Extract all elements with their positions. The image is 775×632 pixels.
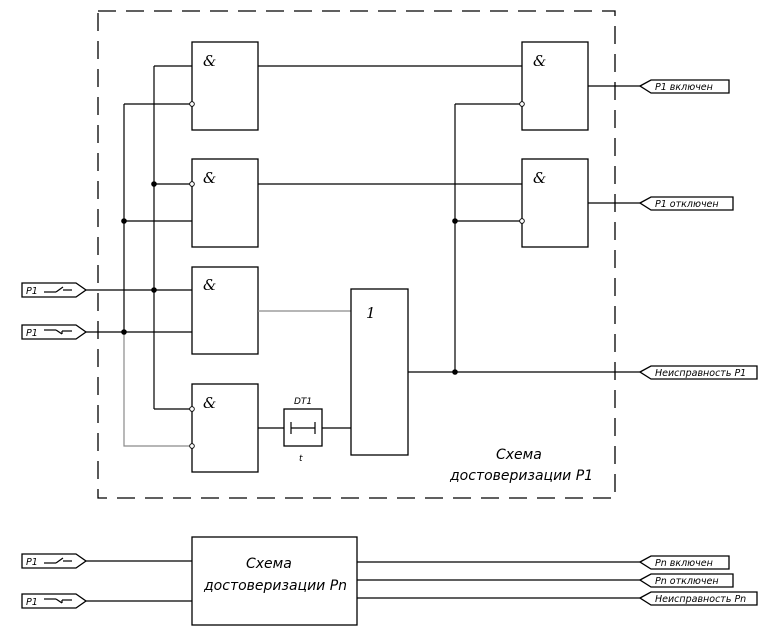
input-label: Р1: [26, 286, 38, 297]
input-label: Р1: [26, 597, 38, 608]
normally-closed-contact-icon: [44, 598, 72, 604]
and-symbol: &: [203, 52, 216, 70]
input-connector-p1-no: Р1: [21, 282, 88, 298]
input-connector-pn-nc: Р1: [21, 593, 88, 609]
timer-dt1: DT1 t: [283, 397, 323, 464]
timer-param: t: [299, 454, 303, 464]
and-symbol: &: [203, 276, 216, 294]
input-label: Р1: [26, 557, 38, 568]
junction-dot: [452, 218, 458, 224]
junction-dot: [452, 369, 458, 375]
and-symbol: &: [203, 169, 216, 187]
output-label: Рn включен: [655, 558, 713, 569]
or-gate: 1: [350, 288, 409, 456]
output-connector-p1-fault: Неисправность Р1: [638, 365, 758, 380]
normally-open-contact-icon: [44, 286, 72, 293]
junction-dot: [151, 181, 157, 187]
and-gate-4: &: [189, 383, 259, 473]
bus-nc-gray: [123, 332, 192, 447]
output-connector-pn-fault: Неисправность Рn: [638, 591, 758, 606]
validation-block-pn: Схема достоверизации Рn: [191, 536, 358, 626]
junction-dot: [121, 329, 127, 335]
inverter-icon: [189, 443, 195, 449]
and-gate-right-2: &: [519, 158, 589, 248]
timer-name: DT1: [294, 397, 312, 407]
scheme-caption-line1: Схема: [496, 447, 542, 463]
block-caption-line2: достоверизации Рn: [203, 578, 347, 594]
output-connector-p1-on: Р1 включен: [638, 79, 730, 94]
junction-dot: [121, 218, 127, 224]
block-caption-line1: Схема: [246, 556, 292, 572]
delay-icon: [290, 422, 316, 434]
input-label: Р1: [26, 328, 38, 339]
inverter-icon: [519, 101, 525, 107]
scheme-boundary: [97, 10, 616, 499]
input-connector-pn-no: Р1: [21, 553, 88, 569]
and-symbol: &: [533, 169, 546, 187]
inverter-icon: [189, 406, 195, 412]
input-connector-p1-nc: Р1: [21, 324, 88, 340]
and-gate-1: &: [189, 41, 259, 131]
normally-closed-contact-icon: [44, 329, 72, 335]
inverter-icon: [189, 101, 195, 107]
normally-open-contact-icon: [44, 557, 72, 564]
junction-dot: [151, 287, 157, 293]
inverter-icon: [189, 181, 195, 187]
output-label: Неисправность Рn: [655, 594, 746, 605]
and-symbol: &: [203, 394, 216, 412]
output-connector-pn-off: Рn отключен: [638, 573, 734, 588]
output-connector-pn-on: Рn включен: [638, 555, 730, 570]
output-label: Р1 включен: [655, 82, 713, 93]
scheme-caption-line2: достоверизации Р1: [449, 468, 593, 484]
output-label: Неисправность Р1: [655, 368, 746, 379]
and-gate-right-1: &: [519, 41, 589, 131]
inverter-icon: [519, 218, 525, 224]
output-connector-p1-off: Р1 отключен: [638, 196, 734, 211]
and-gate-2: &: [189, 158, 259, 248]
output-label: Рn отключен: [655, 576, 719, 587]
and-symbol: &: [533, 52, 546, 70]
output-label: Р1 отключен: [655, 199, 719, 210]
and-gate-3: &: [191, 266, 259, 355]
or-symbol: 1: [366, 304, 376, 322]
